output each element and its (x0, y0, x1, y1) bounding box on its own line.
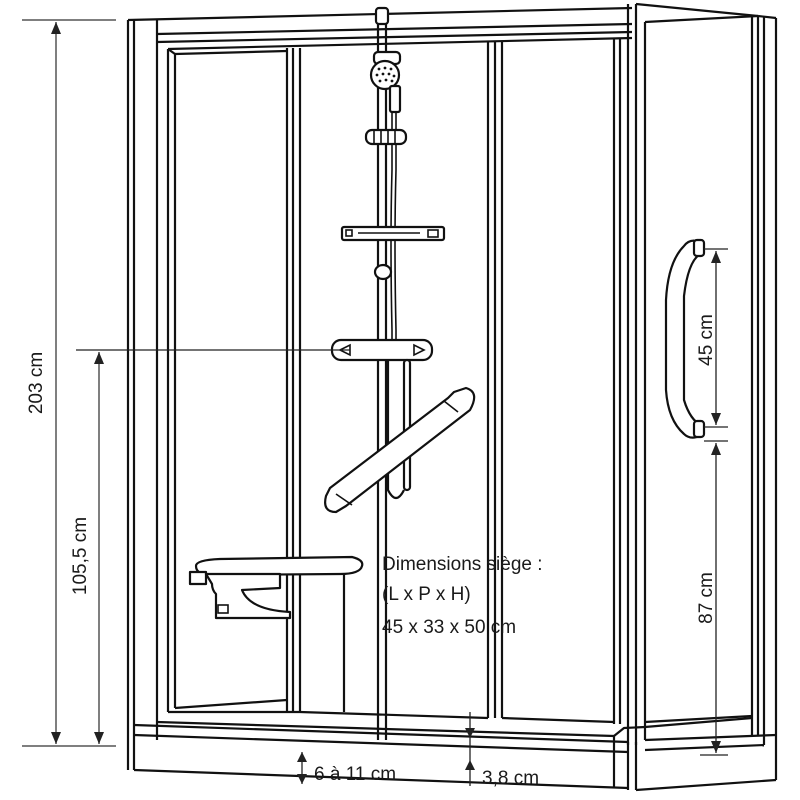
dimension-mixer-height: 105,5 cm (70, 349, 350, 744)
rail-knob-icon (373, 263, 393, 281)
sliding-doors (166, 38, 753, 729)
shower-head-icon (364, 50, 408, 146)
label-grab-bar-height: 87 cm (696, 572, 717, 624)
dimension-grab-bar-length: 45 cm (696, 248, 728, 428)
cabin-frame (126, 2, 778, 780)
shelf (340, 225, 446, 242)
seat-note-line1: Dimensions siège : (382, 554, 543, 575)
dimension-total-height: 203 cm (22, 19, 116, 747)
label-mixer-height: 105,5 cm (70, 517, 91, 595)
vertical-grab-bar (664, 238, 706, 439)
seat-note-line2: (L x P x H) (382, 584, 471, 605)
seat-note-line3: 45 x 33 x 50 cm (382, 617, 516, 638)
diagonal-grab-bar (324, 386, 476, 514)
label-base-height: 6 à 11 cm (314, 764, 396, 785)
dimension-base-height: 6 à 11 cm (297, 752, 396, 785)
folding-seat (188, 555, 364, 712)
label-total-height: 203 cm (26, 352, 47, 414)
label-threshold-height: 3,8 cm (482, 768, 539, 789)
dimension-grab-bar-height: 87 cm (696, 440, 728, 756)
shower-tray (133, 720, 777, 792)
label-grab-bar-length: 45 cm (696, 314, 717, 366)
seat-dimensions-note: Dimensions siège : (L x P x H) 45 x 33 x… (382, 554, 543, 638)
dimension-threshold-height: 3,8 cm (465, 712, 539, 789)
